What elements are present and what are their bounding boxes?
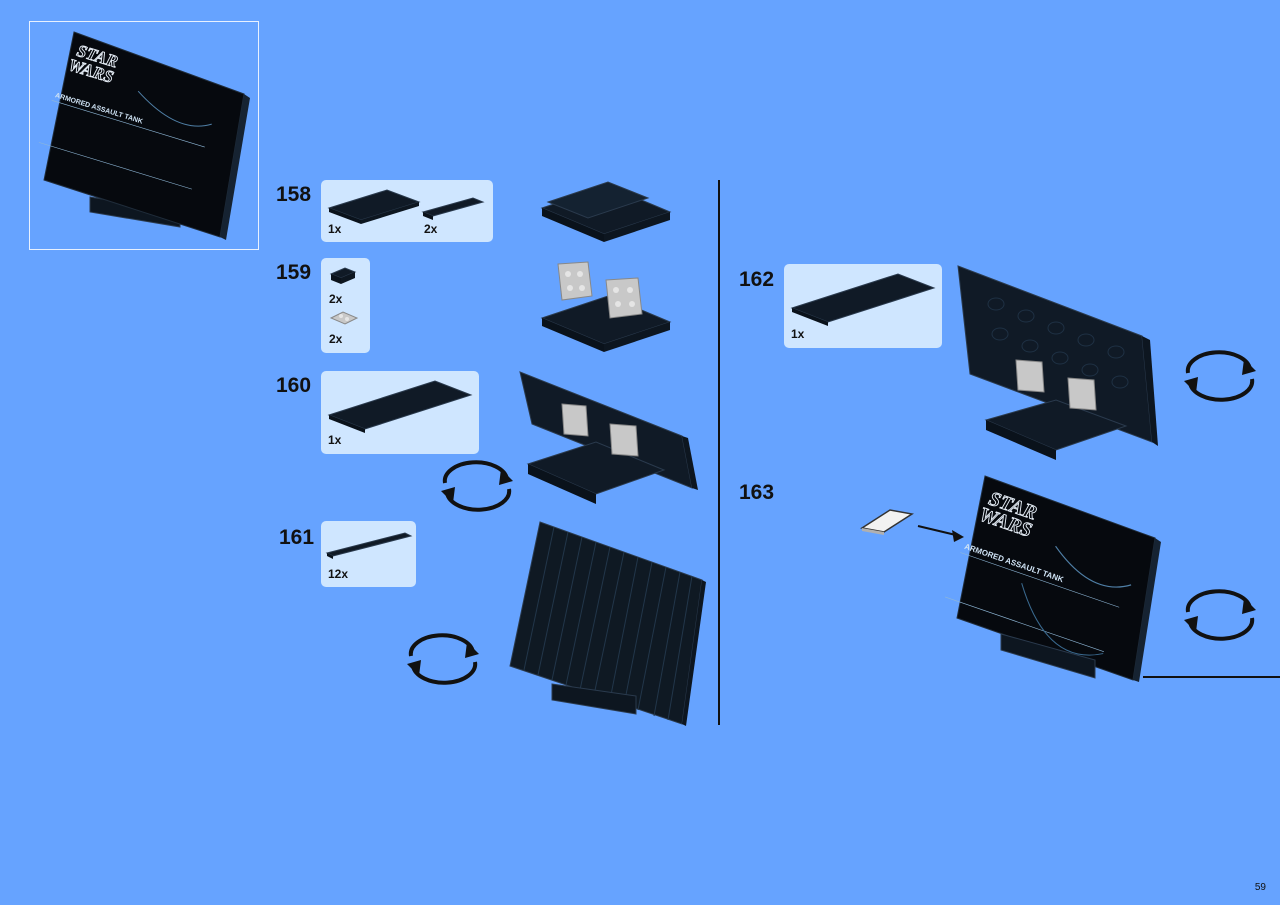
sticker-icon (859, 509, 915, 535)
plate-2x2-gray-icon (329, 311, 359, 325)
step-163-assembly: STAR WARS ARMORED ASSAULT TANK (944, 475, 1161, 682)
part-qty: 1x (328, 433, 342, 447)
column-divider (718, 180, 720, 725)
finished-model-preview: STAR WARS ARMORED ASSAULT TANK (29, 21, 259, 250)
part-qty: 2x (329, 332, 343, 346)
rotate-model-icon (441, 460, 513, 512)
parts-callout-160: 1x (321, 371, 479, 454)
step-162-assembly (957, 265, 1158, 460)
step-number-159: 159 (276, 261, 312, 284)
step-number-161: 161 (279, 526, 315, 549)
parts-callout-161: 12x (321, 521, 416, 587)
parts-callout-162: 1x (784, 264, 942, 348)
finished-plaque-illustration: STAR WARS ARMORED ASSAULT TANK (38, 31, 250, 240)
part-qty: 2x (424, 222, 438, 236)
step-end-divider (1143, 676, 1280, 678)
step-number-158: 158 (276, 183, 312, 206)
part-qty: 12x (328, 567, 349, 581)
part-qty: 2x (329, 292, 343, 306)
parts-callout-159: 2x 2x (321, 258, 370, 353)
step-160-assembly (519, 371, 698, 504)
step-number-160: 160 (276, 374, 312, 397)
plate-1x6-icon (421, 197, 485, 220)
apply-sticker-arrow-icon (917, 525, 964, 542)
parts-callout-158: 1x 2x (321, 180, 493, 242)
rotate-model-icon (1184, 589, 1256, 641)
rotate-model-icon (407, 633, 479, 685)
bracket-icon (329, 267, 357, 284)
step-number-162: 162 (739, 268, 775, 291)
plate-4x6-icon (327, 189, 421, 224)
step-158-assembly (540, 181, 672, 242)
tile-1x8-icon (325, 532, 413, 559)
step-159-assembly (540, 261, 672, 352)
plate-6x10-icon (327, 380, 473, 433)
part-qty: 1x (791, 327, 805, 341)
rotate-model-icon (1184, 350, 1256, 402)
part-qty: 1x (328, 222, 342, 236)
page-number: 59 (1254, 882, 1266, 893)
step-161-assembly (509, 521, 706, 726)
step-number-163: 163 (739, 481, 775, 504)
plate-6x10-icon (790, 273, 936, 326)
